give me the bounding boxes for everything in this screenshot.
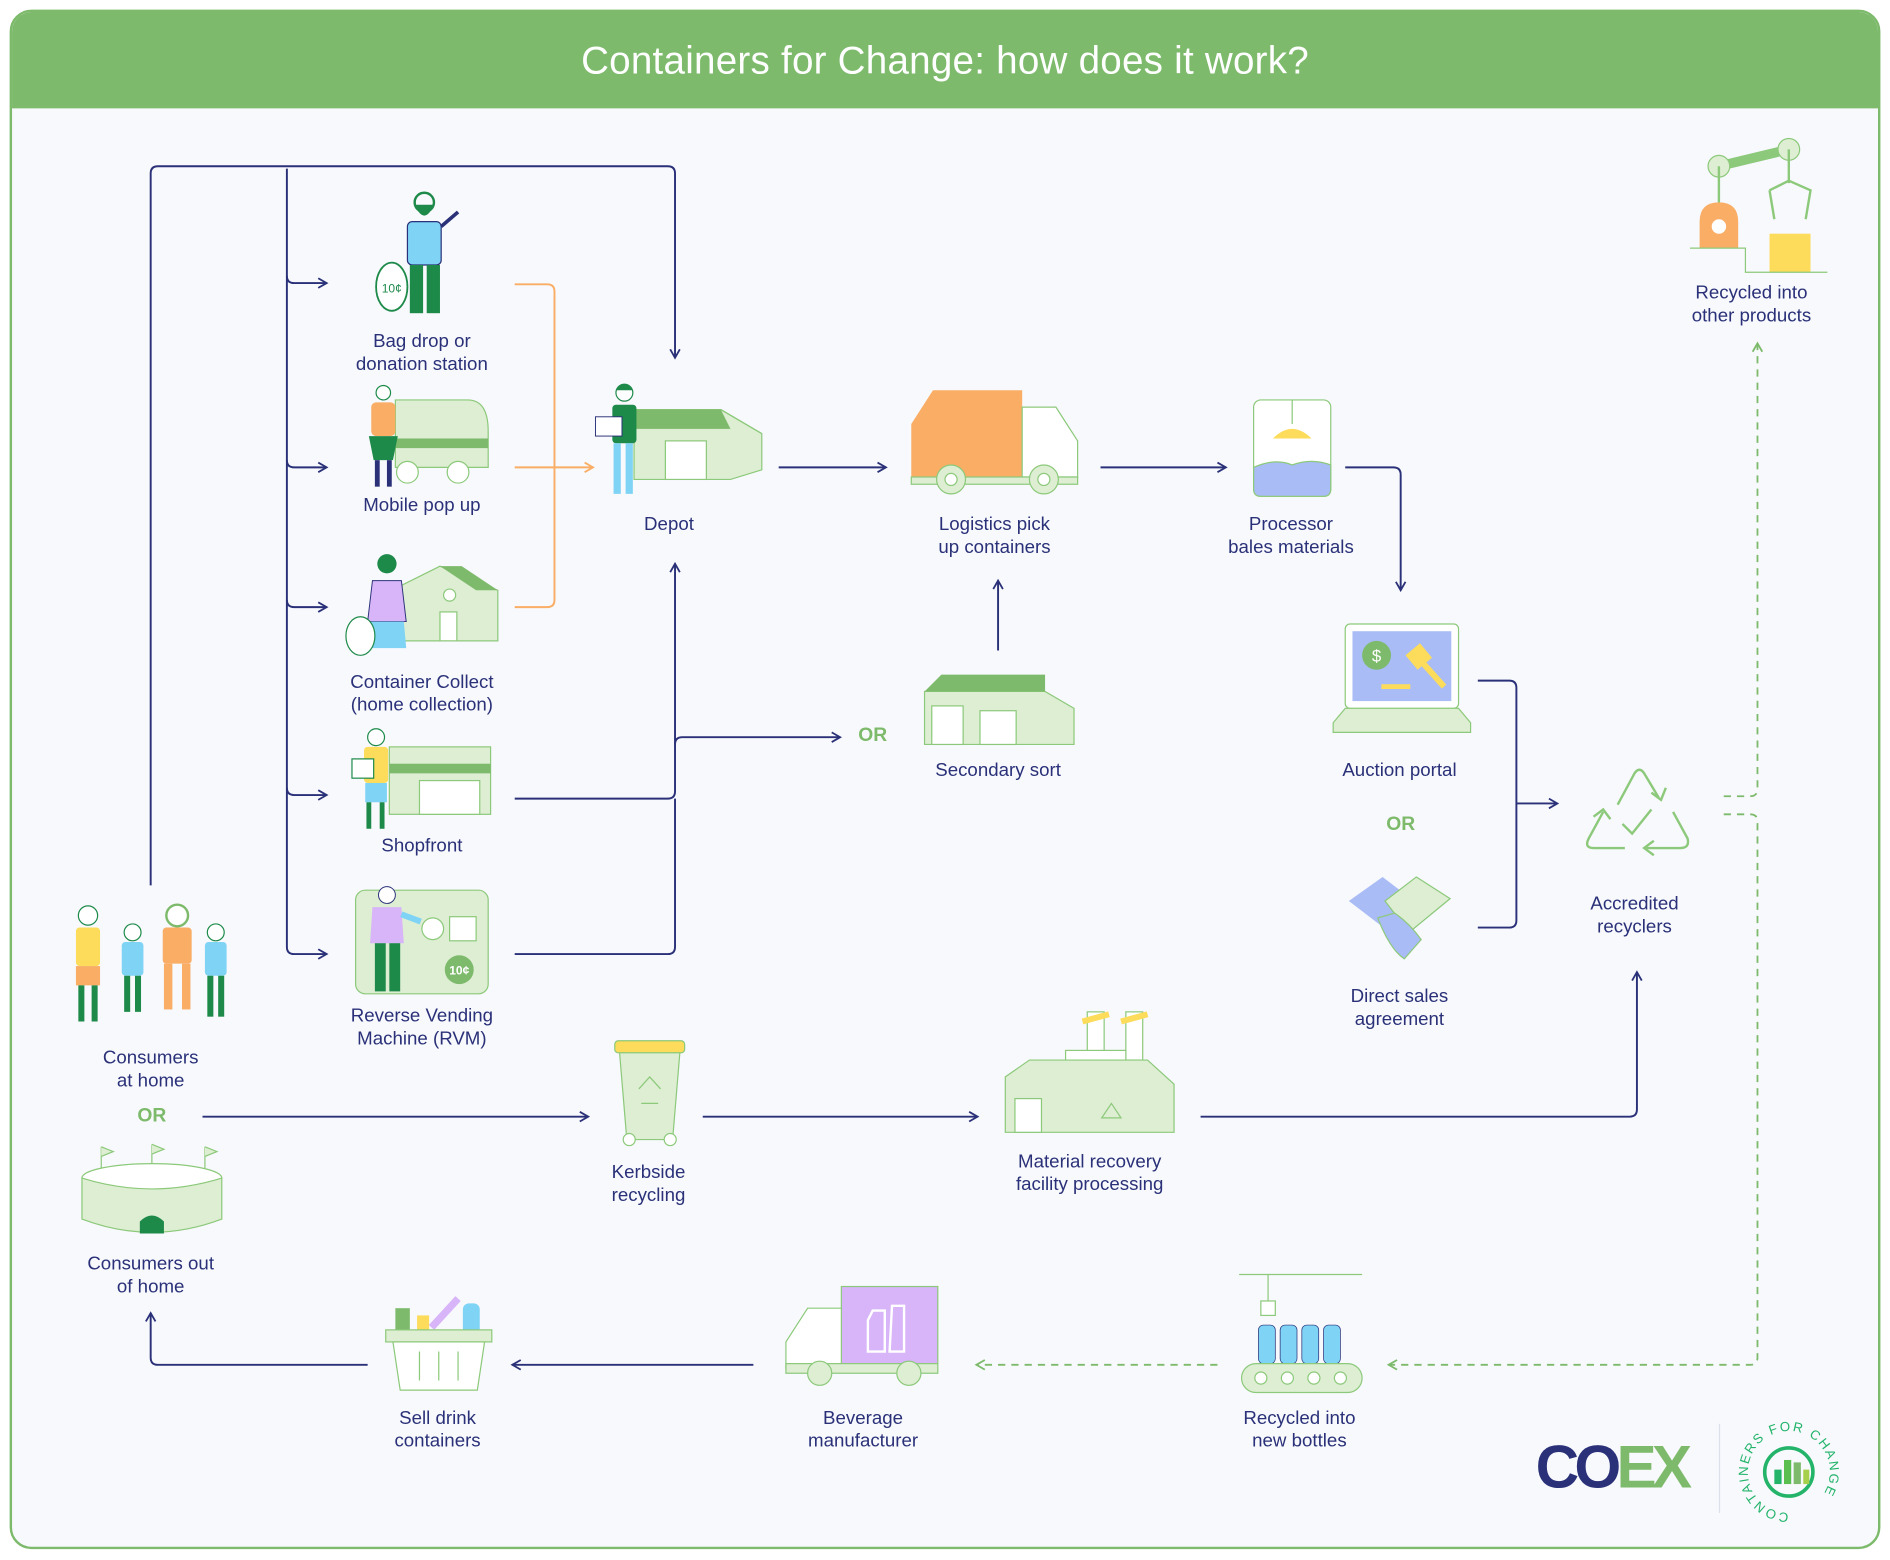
truck-icon: [910, 390, 1079, 495]
stadium-icon: [81, 1143, 223, 1234]
vending-machine-icon: 10¢: [354, 886, 489, 995]
label-auction: Auction portal: [1342, 760, 1457, 781]
wheelie-bin-icon: [614, 1040, 686, 1147]
house-icon: [345, 554, 499, 656]
label-bag-drop: Bag drop or donation station: [355, 331, 488, 375]
secondary-sort-warehouse-icon: [923, 674, 1075, 746]
or-label: OR: [1386, 814, 1416, 835]
or-label: OR: [137, 1105, 167, 1127]
delivery-truck-icon: [785, 1285, 939, 1386]
label-consumers-home: Consumers at home: [102, 1048, 199, 1091]
label-shopfront: Shopfront: [381, 835, 463, 857]
label-beverage: Beverage manufacturer: [808, 1408, 919, 1451]
label-accredited: Accredited recyclers: [1590, 893, 1679, 937]
header-banner: Containers for Change: how does it work?: [12, 12, 1879, 109]
label-new-bottles: Recycled into new bottles: [1243, 1408, 1356, 1451]
label-kerbside: Kerbside recycling: [611, 1162, 686, 1206]
label-rvm: Reverse Vending Machine (RVM): [350, 1005, 494, 1049]
laptop-auction-icon: $: [1332, 623, 1472, 733]
person-with-bag-icon: 10¢: [375, 191, 460, 314]
robot-arm-icon: [1689, 137, 1828, 273]
label-sell: Sell drink containers: [394, 1408, 481, 1451]
label-consumers-out: Consumers out of home: [87, 1253, 215, 1297]
containers-for-change-logo: CONTAINERS FOR CHANGE: [1736, 1419, 1841, 1525]
family-icon: [75, 903, 227, 1022]
warehouse-icon: [594, 383, 763, 494]
label-other-products: Recycled into other products: [1691, 283, 1812, 326]
svg-text:10¢: 10¢: [382, 282, 402, 296]
van-icon: [368, 384, 489, 487]
coex-logo: COEX: [1535, 1433, 1692, 1501]
label-container-collect: Container Collect (home collection): [350, 672, 494, 715]
baler-icon: [1253, 399, 1332, 497]
bottle-conveyor-icon: [1239, 1273, 1363, 1394]
frame: [9, 9, 1881, 1550]
svg-text:10¢: 10¢: [449, 964, 469, 978]
label-mrf: Material recovery facility processing: [1015, 1151, 1164, 1195]
shop-icon: [351, 728, 492, 829]
logo-divider: [1718, 1423, 1721, 1513]
label-processor: Processor bales materials: [1228, 514, 1354, 558]
label-mobile-pop-up: Mobile pop up: [363, 495, 481, 516]
label-secondary-sort: Secondary sort: [935, 760, 1061, 781]
or-label: OR: [858, 725, 888, 746]
label-depot: Depot: [644, 514, 694, 535]
page-title: Containers for Change: how does it work?: [581, 37, 1309, 82]
label-direct-sales: Direct sales agreement: [1350, 986, 1449, 1030]
factory-icon: [1004, 1011, 1175, 1133]
label-logistics: Logistics pick up containers: [938, 514, 1051, 558]
svg-text:$: $: [1372, 646, 1382, 665]
recycle-icon: [1585, 768, 1690, 857]
basket-icon: [385, 1296, 493, 1391]
handshake-icon: [1348, 876, 1452, 960]
